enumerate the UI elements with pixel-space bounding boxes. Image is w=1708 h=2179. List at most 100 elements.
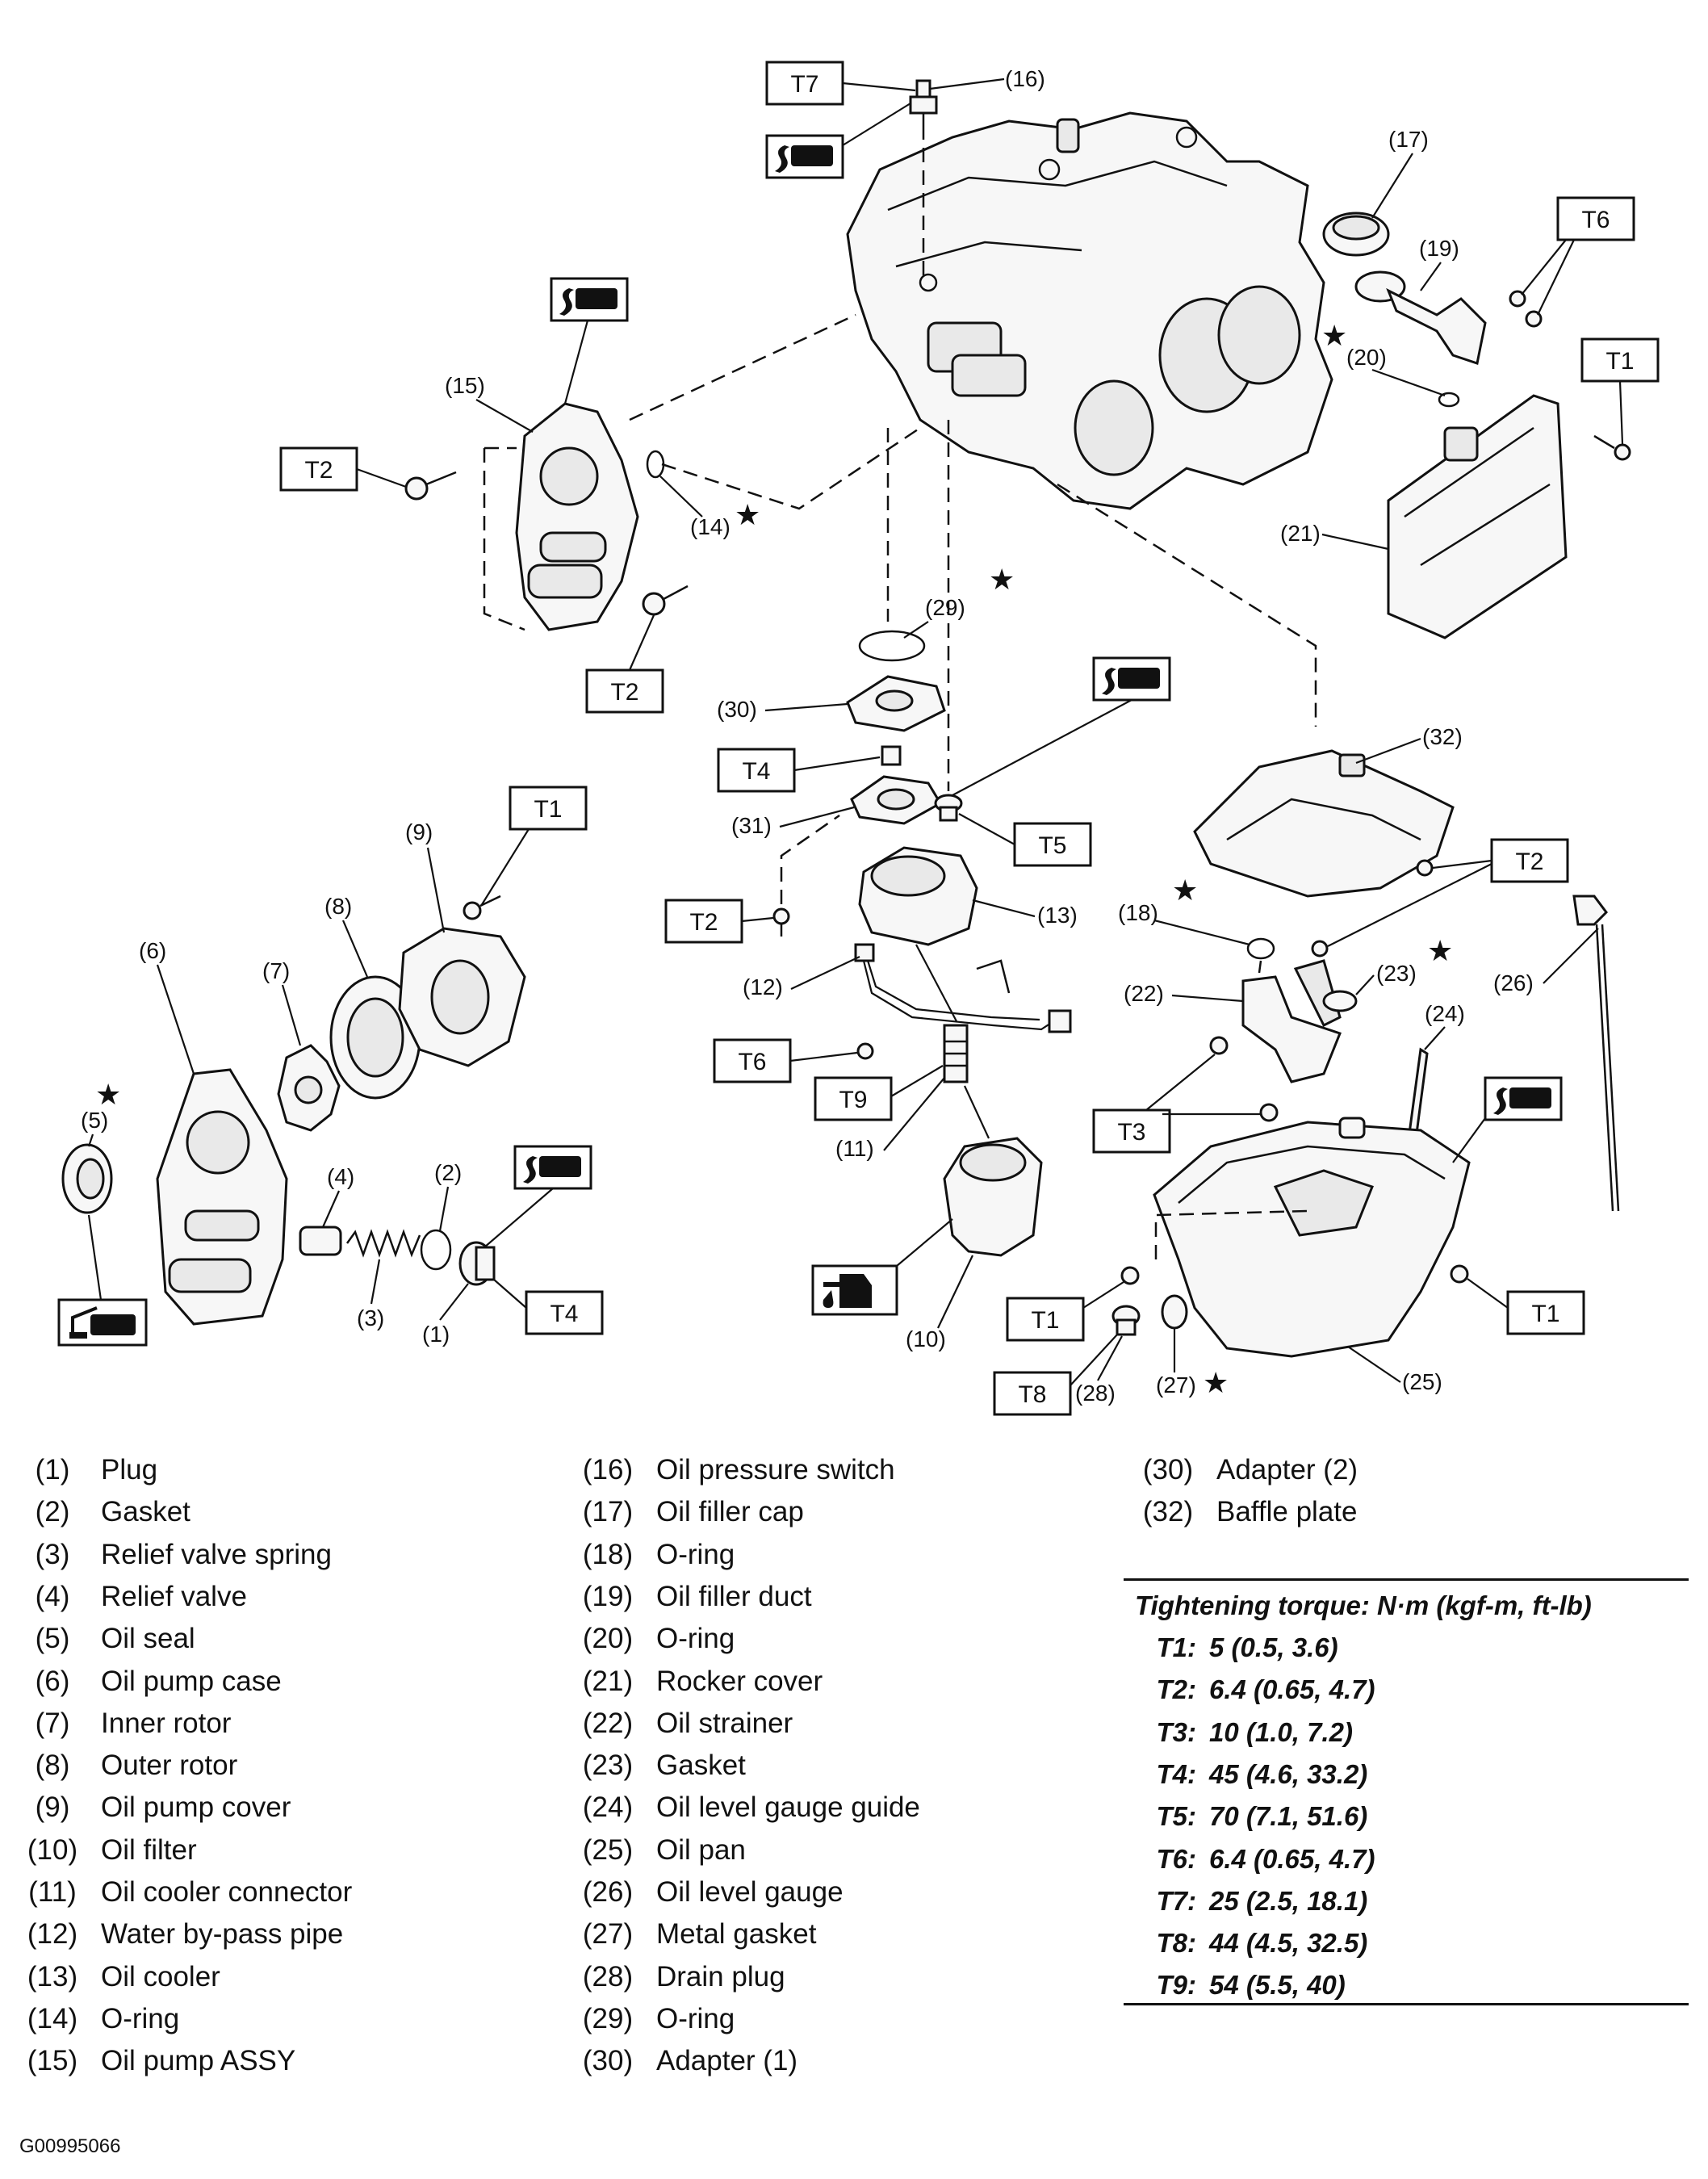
oil-cooler — [858, 846, 978, 946]
rocker-cover — [1387, 394, 1568, 639]
bolt-t2-baffle-b — [1311, 940, 1329, 958]
figure-id: G00995066 — [19, 2135, 121, 2157]
bolt-t1-rocker — [1593, 434, 1631, 461]
legend-part-name: Oil filler cap — [656, 1496, 804, 1528]
legend-part-name: O-ring — [656, 2002, 735, 2034]
callout-31: (31) — [731, 813, 772, 838]
callout-17: (17) — [1388, 127, 1429, 152]
torque-tag-t7: T7 — [765, 61, 844, 106]
legend-part-name: Relief valve — [101, 1580, 247, 1612]
water-bypass-pipe — [854, 943, 1072, 1033]
adapter-30 — [846, 675, 946, 732]
legend-part-name: Plug — [101, 1454, 158, 1485]
torque-tag-text: T1 — [534, 796, 562, 823]
torque-value: 70 (7.1, 51.6) — [1209, 1801, 1368, 1832]
inner-rotor — [277, 1044, 341, 1132]
callout-18: (18) — [1118, 900, 1158, 925]
exploded-view-diagram: T7 T6 T1 T2 T2 T4 T5 T1 T2 — [57, 61, 1660, 1416]
legend-part-name: Oil pump ASSY — [101, 2045, 296, 2077]
callout-8: (8) — [324, 894, 352, 919]
bolt-t1-pan-right — [1450, 1264, 1469, 1284]
torque-row: T8:44 (4.5, 32.5) — [1140, 1922, 1368, 1964]
torque-value: 6.4 (0.65, 4.7) — [1209, 1843, 1375, 1874]
star-icon: ★ — [735, 499, 760, 532]
torque-value: 45 (4.6, 33.2) — [1209, 1758, 1368, 1789]
legend-part-number: (12) — [27, 1918, 78, 1951]
oil-filler-duct — [1354, 270, 1487, 365]
legend-part-number: (13) — [27, 1960, 78, 1993]
star-icon: ★ — [1172, 874, 1198, 907]
torque-tag-text: T1 — [1605, 348, 1634, 375]
torque-key: T2: — [1156, 1674, 1197, 1705]
legend-part-number: (22) — [582, 1707, 634, 1739]
engine-oil-icon — [811, 1264, 898, 1316]
star-icon: ★ — [1427, 935, 1453, 968]
o-ring-20 — [1438, 392, 1460, 408]
torque-tag-t2: T2 — [585, 668, 664, 714]
torque-key: T7: — [1156, 1885, 1197, 1916]
legend-part-number: (5) — [35, 1623, 70, 1655]
o-ring-29 — [858, 630, 926, 662]
callout-24: (24) — [1425, 1001, 1465, 1026]
legend-part-number: (6) — [35, 1665, 70, 1697]
oil-strainer — [1241, 959, 1342, 1083]
legend-part-name: Relief valve spring — [101, 1538, 332, 1570]
torque-tag-text: T3 — [1117, 1119, 1145, 1146]
torque-tag-text: T6 — [738, 1049, 766, 1075]
legend-part-name: Rocker cover — [656, 1665, 823, 1697]
legend-part-number: (7) — [35, 1707, 70, 1739]
legend-part-number: (3) — [35, 1538, 70, 1570]
torque-tag-t6: T6 — [1556, 196, 1635, 241]
parts-legend: (1)Plug(2)Gasket(3)Relief valve spring(4… — [0, 1449, 1708, 2176]
torque-tag-t1: T1 — [1006, 1297, 1085, 1342]
legend-part-number: (30) — [582, 2045, 634, 2077]
star-icon: ★ — [1203, 1367, 1229, 1400]
torque-tag-t3: T3 — [1092, 1108, 1171, 1154]
torque-tag-t9: T9 — [814, 1076, 893, 1121]
torque-tag-text: T2 — [1515, 849, 1543, 875]
oil-filter — [943, 1137, 1043, 1257]
bolt-t1-pan-left — [1120, 1266, 1140, 1285]
legend-part-number: (19) — [582, 1580, 634, 1612]
legend-part-name: Oil pump case — [101, 1665, 282, 1697]
torque-tag-text: T6 — [1581, 207, 1610, 233]
callout-11: (11) — [835, 1136, 874, 1161]
callout-22: (22) — [1124, 981, 1164, 1006]
callout-32: (32) — [1422, 724, 1463, 749]
torque-row: T1:5 (0.5, 3.6) — [1140, 1627, 1338, 1669]
torque-table-bottom-rule — [1124, 2003, 1689, 2005]
oil-seal — [61, 1143, 113, 1214]
callout-10: (10) — [906, 1326, 946, 1351]
legend-part-number: (27) — [582, 1918, 634, 1951]
legend-part-number: (2) — [35, 1496, 70, 1528]
torque-tag-text: T1 — [1031, 1307, 1059, 1334]
torque-tag-text: T8 — [1018, 1381, 1046, 1408]
legend-part-number: (20) — [582, 1623, 634, 1655]
legend-part-name: Oil strainer — [656, 1707, 793, 1739]
bolt-t6-pipe — [856, 1042, 874, 1060]
torque-value: 5 (0.5, 3.6) — [1209, 1632, 1338, 1662]
legend-part-number: (32) — [1142, 1496, 1194, 1528]
legend-part-number: (28) — [582, 1960, 634, 1993]
legend-part-number: (26) — [582, 1876, 634, 1908]
relief-valve-spring — [345, 1229, 421, 1258]
bolt-t6-pair — [1509, 290, 1543, 328]
torque-tag-t1: T1 — [1506, 1290, 1585, 1335]
sealant-icon — [513, 1145, 592, 1190]
torque-table-heading: Tightening torque: N·m (kgf-m, ft-lb) — [1135, 1590, 1592, 1620]
torque-key: T6: — [1156, 1843, 1197, 1874]
legend-part-name: Oil pan — [656, 1833, 746, 1866]
torque-row: T4:45 (4.6, 33.2) — [1140, 1754, 1368, 1796]
torque-tag-text: T1 — [1531, 1301, 1559, 1327]
torque-row: T3:10 (1.0, 7.2) — [1140, 1712, 1353, 1754]
torque-tag-text: T5 — [1038, 832, 1066, 859]
sealant-icon — [1092, 656, 1171, 702]
torque-tag-text: T7 — [790, 71, 818, 98]
callout-16: (16) — [1005, 66, 1045, 91]
gasket-23 — [1322, 990, 1358, 1012]
bolt-t3-pair — [1209, 1036, 1279, 1122]
star-icon: ★ — [1321, 320, 1347, 353]
oil-pump-case — [156, 1068, 288, 1326]
torque-tag-t2: T2 — [279, 446, 358, 492]
oil-level-gauge — [1572, 895, 1620, 1212]
